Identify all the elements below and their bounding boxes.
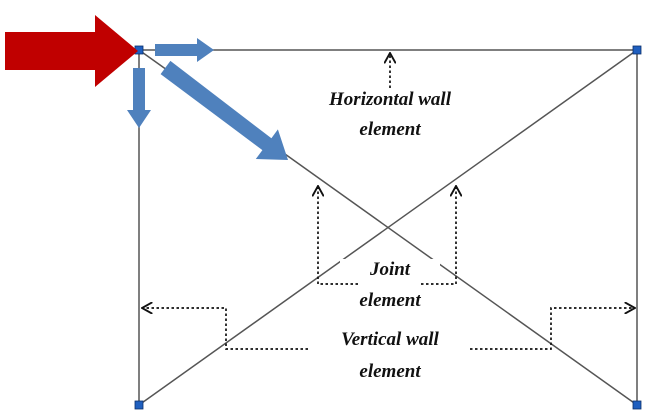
vertical-force-arrow-icon — [127, 68, 151, 128]
horizontal-force-arrow-icon — [155, 38, 214, 62]
pointer-joint-right — [421, 186, 456, 285]
diagonal-bottom-left-to-top-right — [138, 49, 638, 406]
vertical-wall-label-line2: element — [310, 361, 470, 383]
pointer-vertical-wall-left — [142, 308, 308, 350]
node-top-right-icon — [632, 45, 642, 55]
diagonal-force-arrow-icon — [160, 60, 288, 160]
joint-element-label-line1: Joint — [340, 259, 440, 281]
horizontal-wall-label-line2: element — [300, 119, 480, 141]
pointer-joint-left — [318, 186, 358, 285]
horizontal-wall-label-line1: Horizontal wall — [300, 89, 480, 111]
red-load-arrow-icon — [5, 15, 138, 87]
node-bottom-left-icon — [134, 400, 144, 410]
pointer-arrows — [142, 53, 635, 350]
joint-element-label-line2: element — [340, 290, 440, 312]
vertical-wall-label-line1: Vertical wall — [310, 329, 470, 351]
node-bottom-right-icon — [632, 400, 642, 410]
blue-force-arrows — [127, 38, 288, 160]
pointer-vertical-wall-right — [470, 308, 635, 350]
